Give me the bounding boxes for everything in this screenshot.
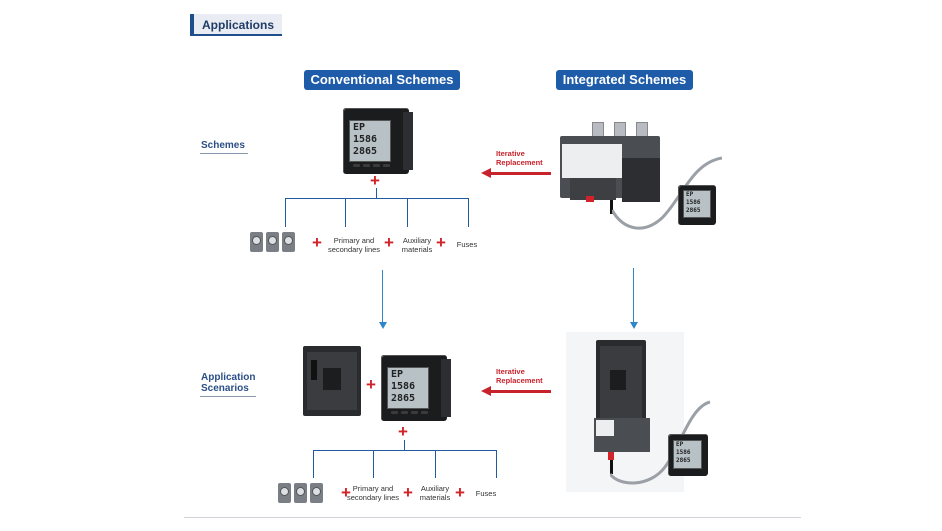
- section-tag: Applications: [190, 14, 282, 36]
- plus-sign: +: [398, 422, 408, 441]
- mini-meter-display: EP 1586 2865: [678, 185, 716, 225]
- meter-line-2: 1586: [353, 134, 378, 145]
- power-meter: EP 1586 2865: [381, 355, 451, 421]
- current-transformer-icon: [278, 483, 291, 503]
- tree-bar: [313, 450, 497, 451]
- conventional-schemes-header: Conventional Schemes: [304, 70, 460, 90]
- schemes-row-label: Schemes: [201, 140, 245, 151]
- plus-sign: +: [366, 375, 376, 394]
- plus-sign: +: [436, 233, 446, 252]
- plus-sign: +: [455, 483, 465, 502]
- iterative-replacement-label: Iterative Replacement: [496, 149, 543, 167]
- flow-arrow-left: [382, 270, 383, 325]
- replacement-arrow-bottom: [491, 390, 551, 393]
- aux-materials-label: Auxiliary materials: [401, 236, 433, 254]
- mini-meter-display: EP 1586 2865: [668, 434, 708, 476]
- current-transformer-icon: [310, 483, 323, 503]
- flow-arrowhead-right: [630, 322, 638, 329]
- integrated-meter-breaker: [560, 108, 722, 233]
- scenarios-row-label-2: Scenarios: [201, 383, 249, 394]
- section-title: Applications: [202, 18, 275, 32]
- meter-line-3: 2865: [353, 146, 378, 157]
- scenarios-row-label-1: Application: [201, 372, 256, 383]
- meter-line-1: EP: [353, 122, 366, 133]
- plus-sign: +: [341, 483, 351, 502]
- replacement-arrow-top: [491, 172, 551, 175]
- current-transformer-icon: [282, 232, 295, 252]
- fuses-label: Fuses: [456, 240, 478, 249]
- replacement-arrowhead-bottom: [481, 386, 491, 396]
- plus-sign: +: [384, 233, 394, 252]
- lines-label: Primary and secondary lines: [327, 236, 381, 254]
- meter-screen: EP 1586 2865: [349, 120, 391, 162]
- schemes-underline: [200, 153, 248, 154]
- aux-materials-label: Auxiliary materials: [419, 484, 451, 502]
- circuit-breaker: [303, 346, 361, 416]
- tree-stem: [376, 188, 377, 198]
- integrated-schemes-header: Integrated Schemes: [556, 70, 693, 90]
- plus-sign: +: [370, 171, 380, 190]
- flow-arrowhead-left: [379, 322, 387, 329]
- plus-sign: +: [403, 483, 413, 502]
- lines-label: Primary and secondary lines: [346, 484, 400, 502]
- fuses-label: Fuses: [475, 489, 497, 498]
- iterative-replacement-label: Iterative Replacement: [496, 367, 543, 385]
- power-meter: EP 1586 2865: [343, 108, 413, 174]
- scenarios-underline: [200, 396, 256, 397]
- replacement-arrowhead-top: [481, 168, 491, 178]
- current-transformer-icon: [294, 483, 307, 503]
- flow-arrow-right: [633, 268, 634, 325]
- current-transformer-icon: [250, 232, 263, 252]
- tree-stem: [404, 440, 405, 450]
- current-transformer-icon: [266, 232, 279, 252]
- plus-sign: +: [312, 233, 322, 252]
- tree-bar: [285, 198, 469, 199]
- integrated-scenario-photo: [566, 332, 711, 492]
- bottom-divider: [184, 517, 801, 518]
